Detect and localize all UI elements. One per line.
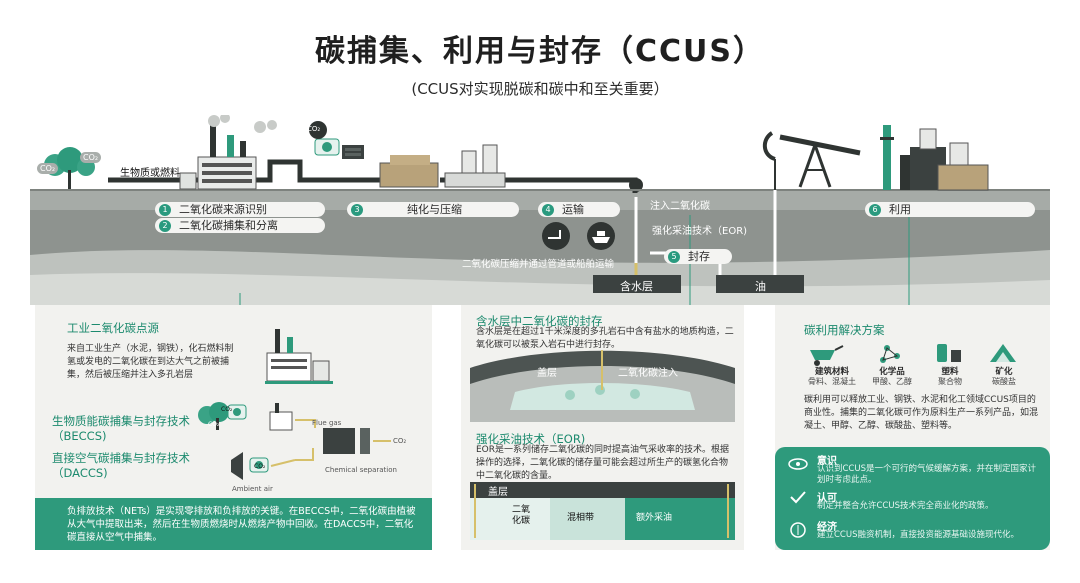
policy-box	[775, 447, 1050, 550]
product-subtitle: 聚合物	[938, 377, 962, 386]
page-title: 碳捕集、利用与封存（CCUS）	[315, 34, 765, 69]
eor-cross-section	[470, 482, 735, 540]
check-icon	[790, 491, 806, 504]
co2-cloud: CO₂	[80, 152, 102, 163]
mineral-icon	[990, 344, 1016, 362]
eor-text: EOR是一系列储存二氧化碳的同时提高油气采收率的技术。根据操作的选择，二氧化碳的…	[476, 445, 730, 481]
factory-icon	[179, 115, 277, 190]
product-title: 建筑材料	[814, 367, 849, 377]
wheelbarrow-icon	[810, 345, 844, 366]
net-info-box	[35, 498, 432, 550]
negative-emissions-diagram	[198, 402, 391, 480]
caprock-label: 盖层	[488, 487, 508, 498]
molecule-icon	[880, 345, 900, 363]
policy-icons	[788, 458, 808, 538]
eor-label: 强化采油技术（EOR)	[652, 226, 748, 237]
compression-plant-icon	[379, 144, 506, 188]
product-title: 矿化	[995, 367, 1013, 377]
flue-gas-label: Flue gas	[312, 419, 342, 427]
pipeline-transport-icon	[542, 222, 570, 250]
aquifer-label: 含水层	[620, 280, 653, 293]
product-title: 塑料	[941, 367, 959, 377]
product-icons	[810, 344, 1016, 366]
product-subtitle: 骨料、混凝土	[808, 377, 856, 386]
daccs-heading: 直接空气碳捕集与封存技术（DACCS)	[52, 451, 190, 480]
chemical-separation-label: Chemical separation	[325, 466, 397, 474]
industrial-source-text: 来自工业生产（水泥，钢铁），化石燃料制氢或发电的二氧化碳在到达大气之前被捕集，然…	[67, 344, 234, 380]
policy-text: 建立CCUS融资机制，直接投资能源基础设施现代化。	[817, 530, 1019, 540]
eor-heading: 强化采油技术（EOR)	[476, 432, 586, 446]
co2-zone-label: 二氧化碳	[512, 505, 531, 526]
caprock-label: 盖层	[537, 368, 557, 379]
utilization-text: 碳利用可以释放工业、钢铁、水泥和化工领域CCUS项目的商业性。捕集的二氧化碳可作…	[804, 395, 1039, 431]
net-info-text: 负排放技术（NETs）是实现零排放和负排放的关键。在BECCS中，二氧化碳由植被…	[67, 506, 416, 543]
beccs-heading: 生物质能碳捕集与封存技术（BECCS)	[52, 414, 190, 443]
product-subtitle: 碳酸盐	[992, 377, 1016, 386]
transport-caption: 二氧化碳压缩并通过管道或船舶运输	[462, 259, 615, 270]
aquifer-storage-text: 含水层是在超过1千米深度的多孔岩石中含有盐水的地质构造，二氧化碳可以被泵入岩石中…	[476, 327, 734, 350]
co2-cloud: CO₂	[307, 125, 321, 133]
co2-symbol: CO₂	[254, 463, 266, 470]
capture-unit-icon	[309, 121, 364, 159]
oil-label: 油	[755, 280, 766, 293]
inject-co2-label: 注入二氧化碳	[650, 201, 710, 212]
aquifer-cross-section	[470, 350, 735, 422]
biomass-label: 生物质或燃料	[120, 168, 180, 179]
factory-icon	[265, 329, 333, 384]
industrial-source-heading: 工业二氧化碳点源	[67, 321, 159, 335]
refinery-icon	[880, 125, 989, 191]
utilization-heading: 碳利用解决方案	[804, 323, 885, 337]
pump-jack-icon	[762, 131, 861, 190]
product-subtitle: 甲酸、乙醇	[872, 377, 912, 386]
eye-icon	[788, 458, 808, 470]
policy-text: 制定并整合允许CCUS技术完全商业化的政策。	[817, 501, 994, 511]
co2-output-label: CO₂	[393, 437, 407, 445]
ambient-air-label: Ambient air	[232, 485, 273, 493]
co2-symbol: CO₂	[208, 421, 220, 428]
co2-symbol: CO₂	[221, 406, 233, 413]
page-subtitle: (CCUS对实现脱碳和碳中和至关重要）	[411, 80, 669, 98]
money-icon	[790, 522, 806, 538]
product-title: 化学品	[879, 367, 905, 377]
aquifer-storage-heading: 含水层中二氧化碳的封存	[476, 314, 603, 328]
co2-injection-label: 二氧化碳注入	[618, 368, 678, 379]
co2-cloud: CO₂	[37, 163, 59, 174]
policy-title: 经济	[817, 522, 837, 533]
policy-text: 认识到CCUS是一个可行的气候缓解方案，并在制定国家计划时考虑此点。	[817, 464, 1036, 485]
extra-oil-label: 额外采油	[636, 513, 673, 523]
mixed-zone-label: 混相带	[567, 513, 595, 523]
plastic-icon	[937, 344, 961, 362]
policy-title: 认可	[817, 493, 837, 504]
policy-title: 意识	[817, 456, 837, 467]
ship-transport-icon	[587, 222, 615, 250]
